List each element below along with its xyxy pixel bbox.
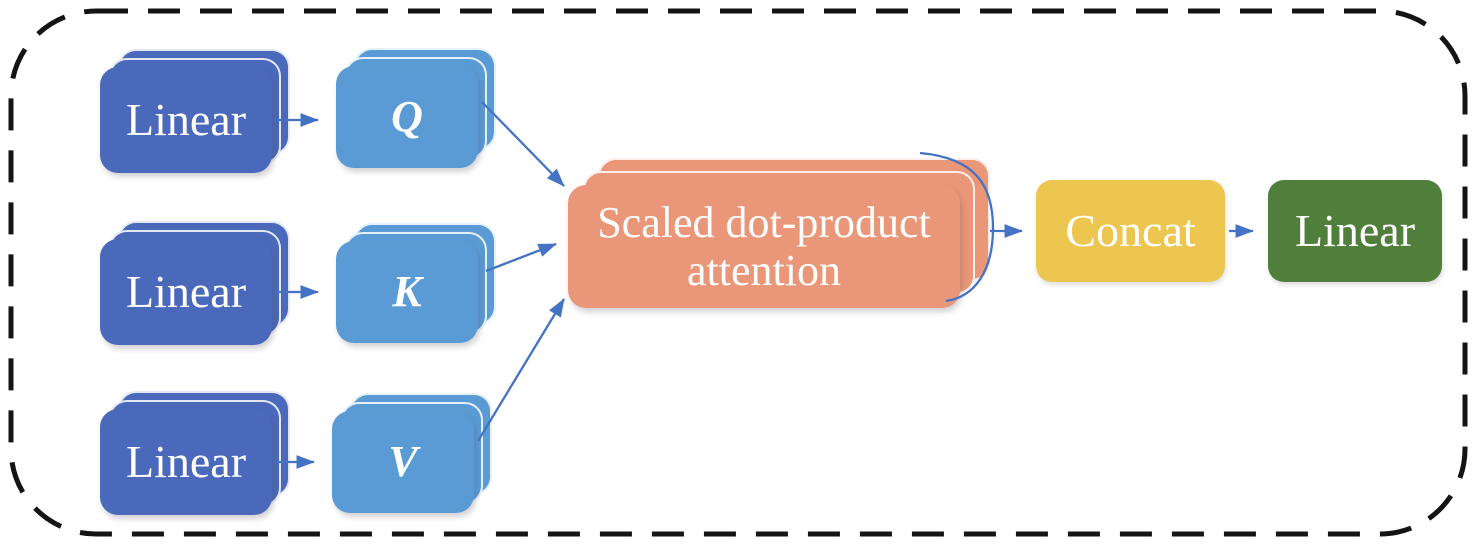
q-box: Q <box>336 66 478 168</box>
output-linear-box: Linear <box>1268 180 1442 282</box>
output-linear-label: Linear <box>1294 205 1416 257</box>
dashed-border <box>8 8 1468 537</box>
attention-stack: Scaled dot-product attention <box>568 158 990 308</box>
v-box: V <box>332 411 474 513</box>
v-stack: V <box>332 393 492 513</box>
q-label: Q <box>391 92 423 142</box>
v-label: V <box>388 437 418 487</box>
linear-q-box: Linear <box>100 67 272 173</box>
k-stack: K <box>336 223 496 343</box>
linear-k-stack: Linear <box>100 221 290 345</box>
concat-box: Concat <box>1036 180 1225 282</box>
attention-box: Scaled dot-product attention <box>568 185 960 308</box>
concat-label: Concat <box>1065 205 1196 257</box>
linear-q-label: Linear <box>125 94 247 146</box>
linear-k-box: Linear <box>100 239 272 345</box>
k-box: K <box>336 241 478 343</box>
k-label: K <box>392 267 422 317</box>
linear-v-stack: Linear <box>100 391 290 515</box>
attention-label: Scaled dot-product attention <box>597 197 931 295</box>
linear-v-box: Linear <box>100 409 272 515</box>
q-stack: Q <box>336 48 496 168</box>
linear-v-label: Linear <box>125 436 247 488</box>
linear-k-label: Linear <box>125 266 247 318</box>
linear-q-stack: Linear <box>100 49 290 173</box>
